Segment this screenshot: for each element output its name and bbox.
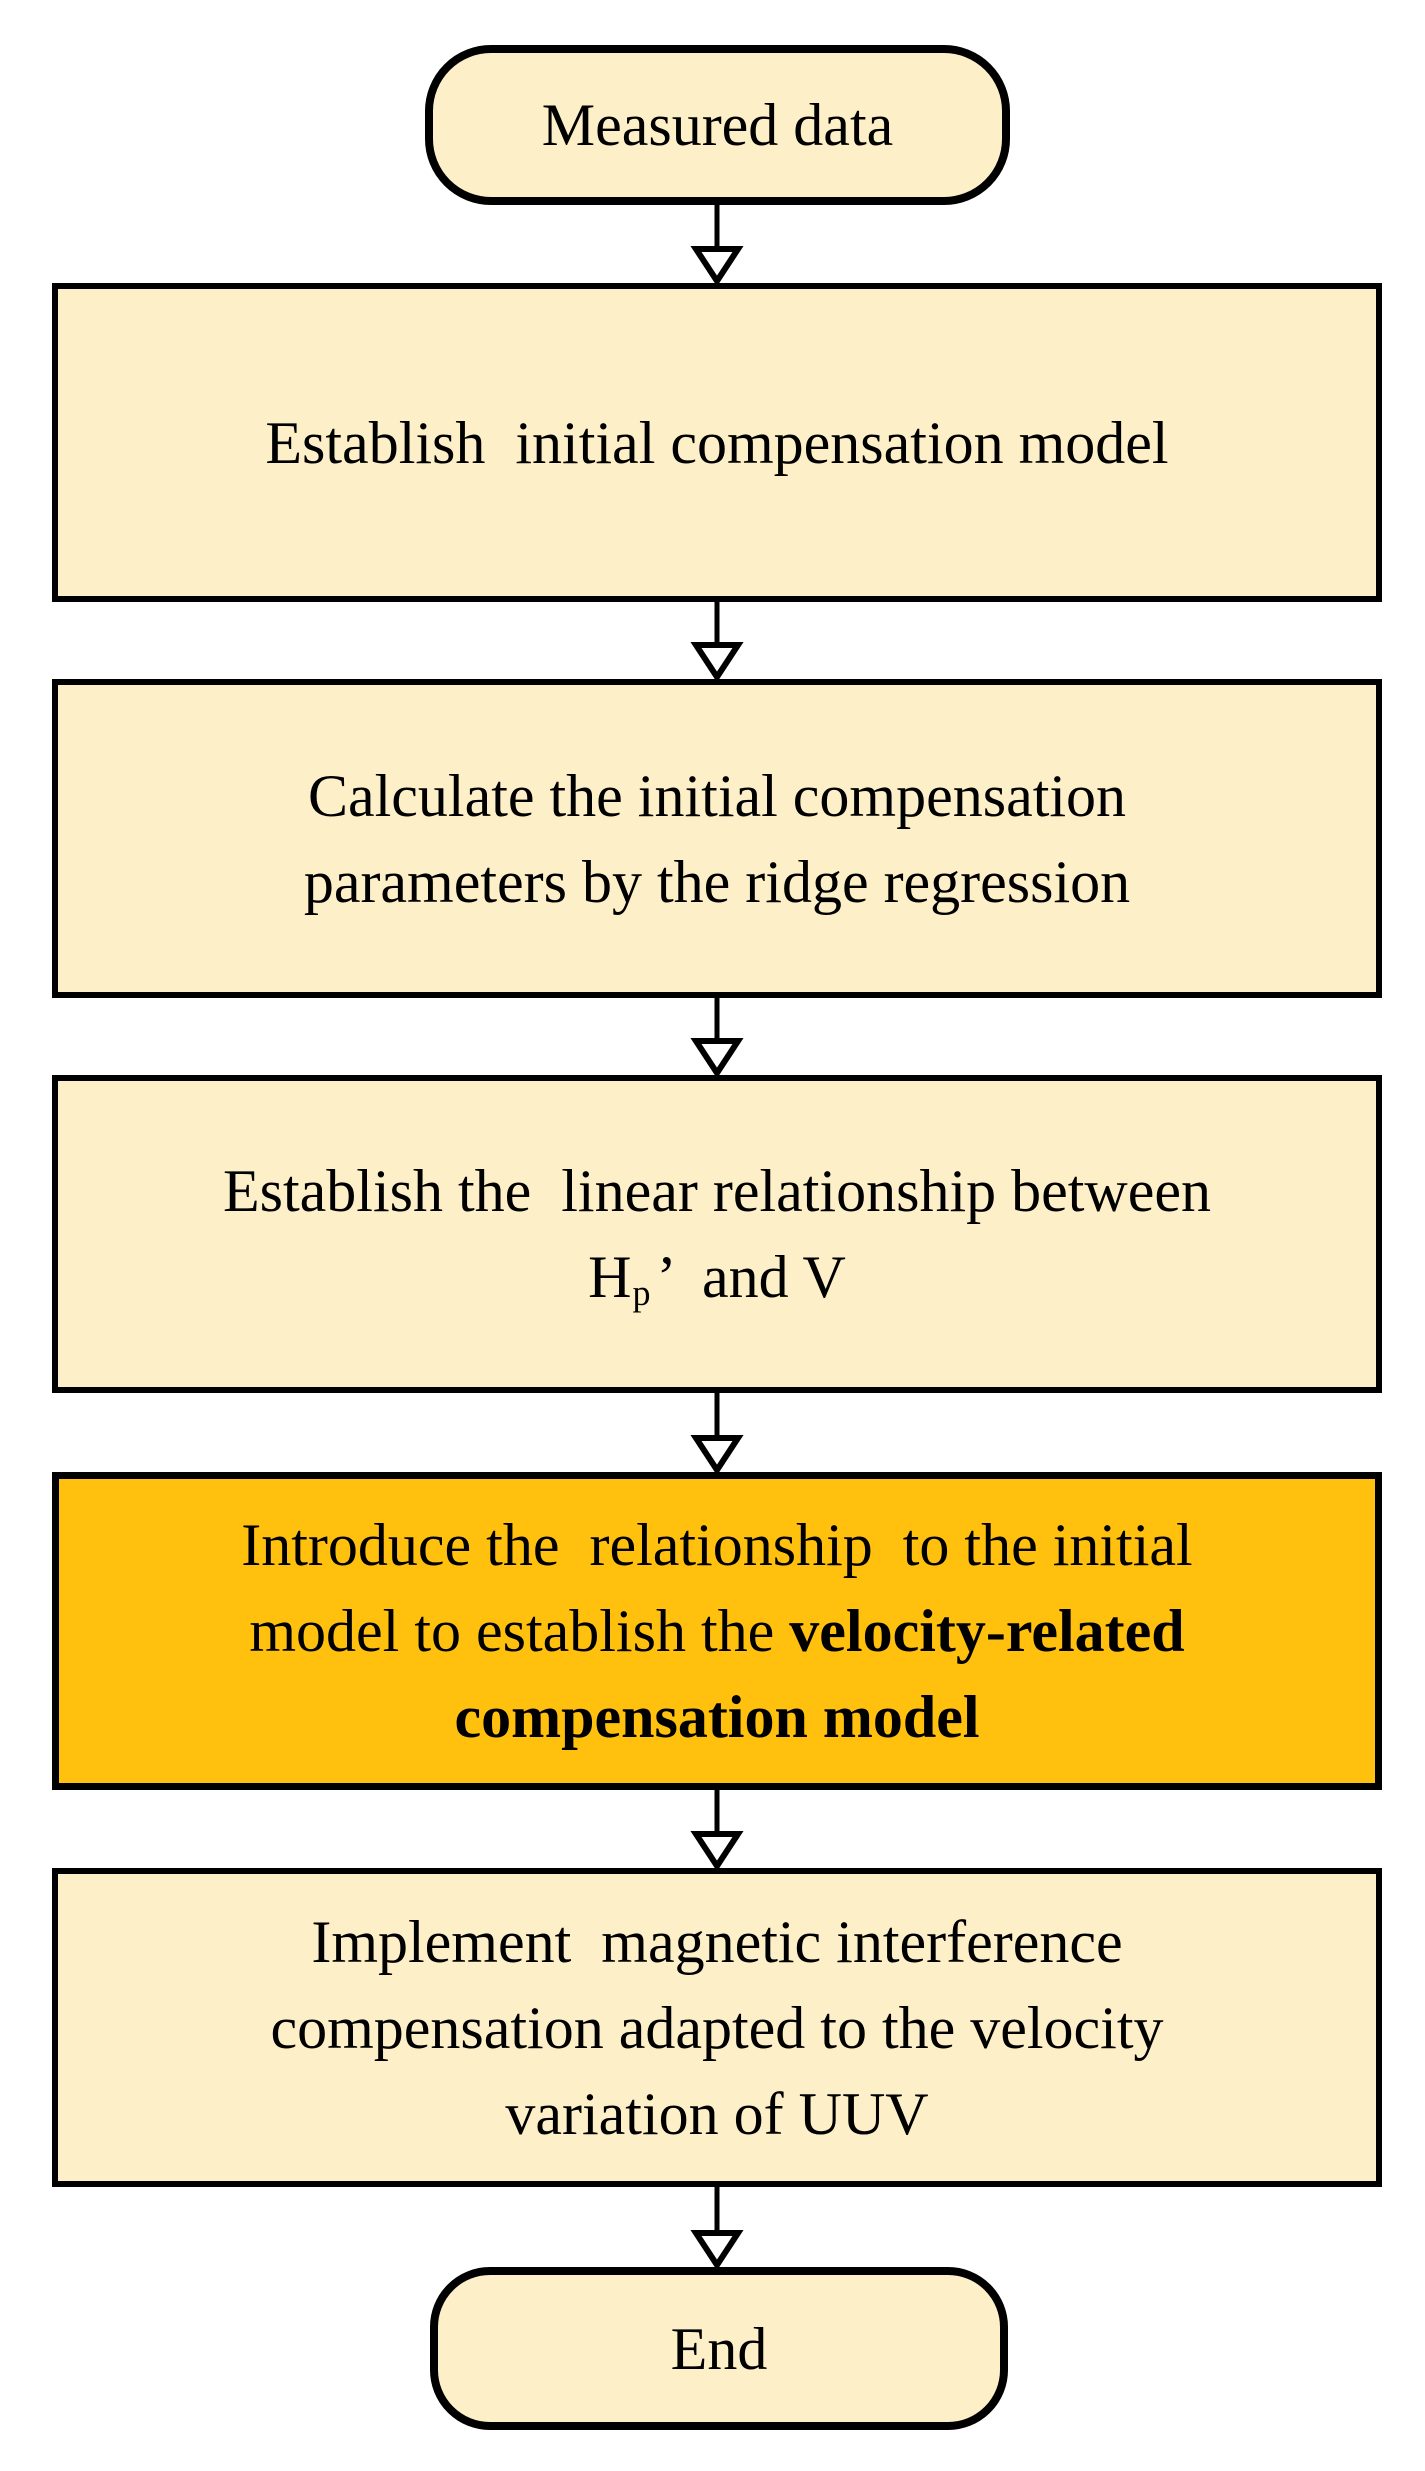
flow-arrow-6 bbox=[690, 2187, 744, 2267]
arrowhead-triangle-icon bbox=[690, 1038, 744, 1075]
flow-arrow-4 bbox=[690, 1393, 744, 1472]
node-step2-process: Calculate the initial compensation param… bbox=[52, 679, 1382, 998]
node-step5-process: Implement magnetic interference compensa… bbox=[52, 1868, 1382, 2187]
step4-text-line1: Introduce the relationship to the initia… bbox=[241, 1512, 1193, 1578]
step3-line2-rest: ’ and V bbox=[656, 1244, 846, 1310]
arrowhead-triangle-icon bbox=[690, 642, 744, 679]
step4-line3-bold: compensation model bbox=[454, 1684, 980, 1750]
step4-text-line3: compensation model bbox=[455, 1674, 980, 1760]
arrowhead-triangle-icon bbox=[690, 2230, 744, 2267]
flow-arrow-2 bbox=[690, 602, 744, 679]
step3-symbol-H: H bbox=[588, 1244, 632, 1310]
step3-text-line2: Hp’ and V bbox=[588, 1244, 846, 1313]
node-end-terminator: End bbox=[430, 2267, 1008, 2430]
node-start-label: Measured data bbox=[541, 92, 894, 158]
arrowhead-triangle-icon bbox=[690, 1435, 744, 1472]
node-end-label: End bbox=[670, 2315, 768, 2382]
step4-line2-normal: model to establish the bbox=[249, 1598, 790, 1664]
arrowhead-triangle-icon bbox=[690, 246, 744, 283]
flow-arrow-1 bbox=[690, 205, 744, 283]
node-start-terminator: Measured data bbox=[425, 45, 1010, 205]
node-step4-highlighted-process: Introduce the relationship to the initia… bbox=[52, 1472, 1382, 1790]
flow-arrow-5 bbox=[690, 1790, 744, 1868]
step4-text-line2: model to establish the velocity-related bbox=[249, 1588, 1184, 1674]
step1-text-line: Establish initial compensation model bbox=[265, 409, 1169, 476]
step3-text-line1: Establish the linear relationship betwee… bbox=[222, 1158, 1212, 1224]
node-step3-process: Establish the linear relationship betwee… bbox=[52, 1075, 1382, 1393]
node-step1-process: Establish initial compensation model bbox=[52, 283, 1382, 602]
flow-arrow-3 bbox=[690, 998, 744, 1075]
step5-text-line2: compensation adapted to the velocity bbox=[270, 1994, 1164, 2061]
arrowhead-triangle-icon bbox=[690, 1831, 744, 1868]
step2-text-line1: Calculate the initial compensation bbox=[307, 762, 1127, 829]
step5-text-line3: variation of UUV bbox=[505, 2080, 929, 2147]
step2-text-line2: parameters by the ridge regression bbox=[303, 848, 1131, 915]
step4-line2-bold: velocity-related bbox=[789, 1598, 1185, 1664]
step5-text-line1: Implement magnetic interference bbox=[311, 1908, 1123, 1975]
